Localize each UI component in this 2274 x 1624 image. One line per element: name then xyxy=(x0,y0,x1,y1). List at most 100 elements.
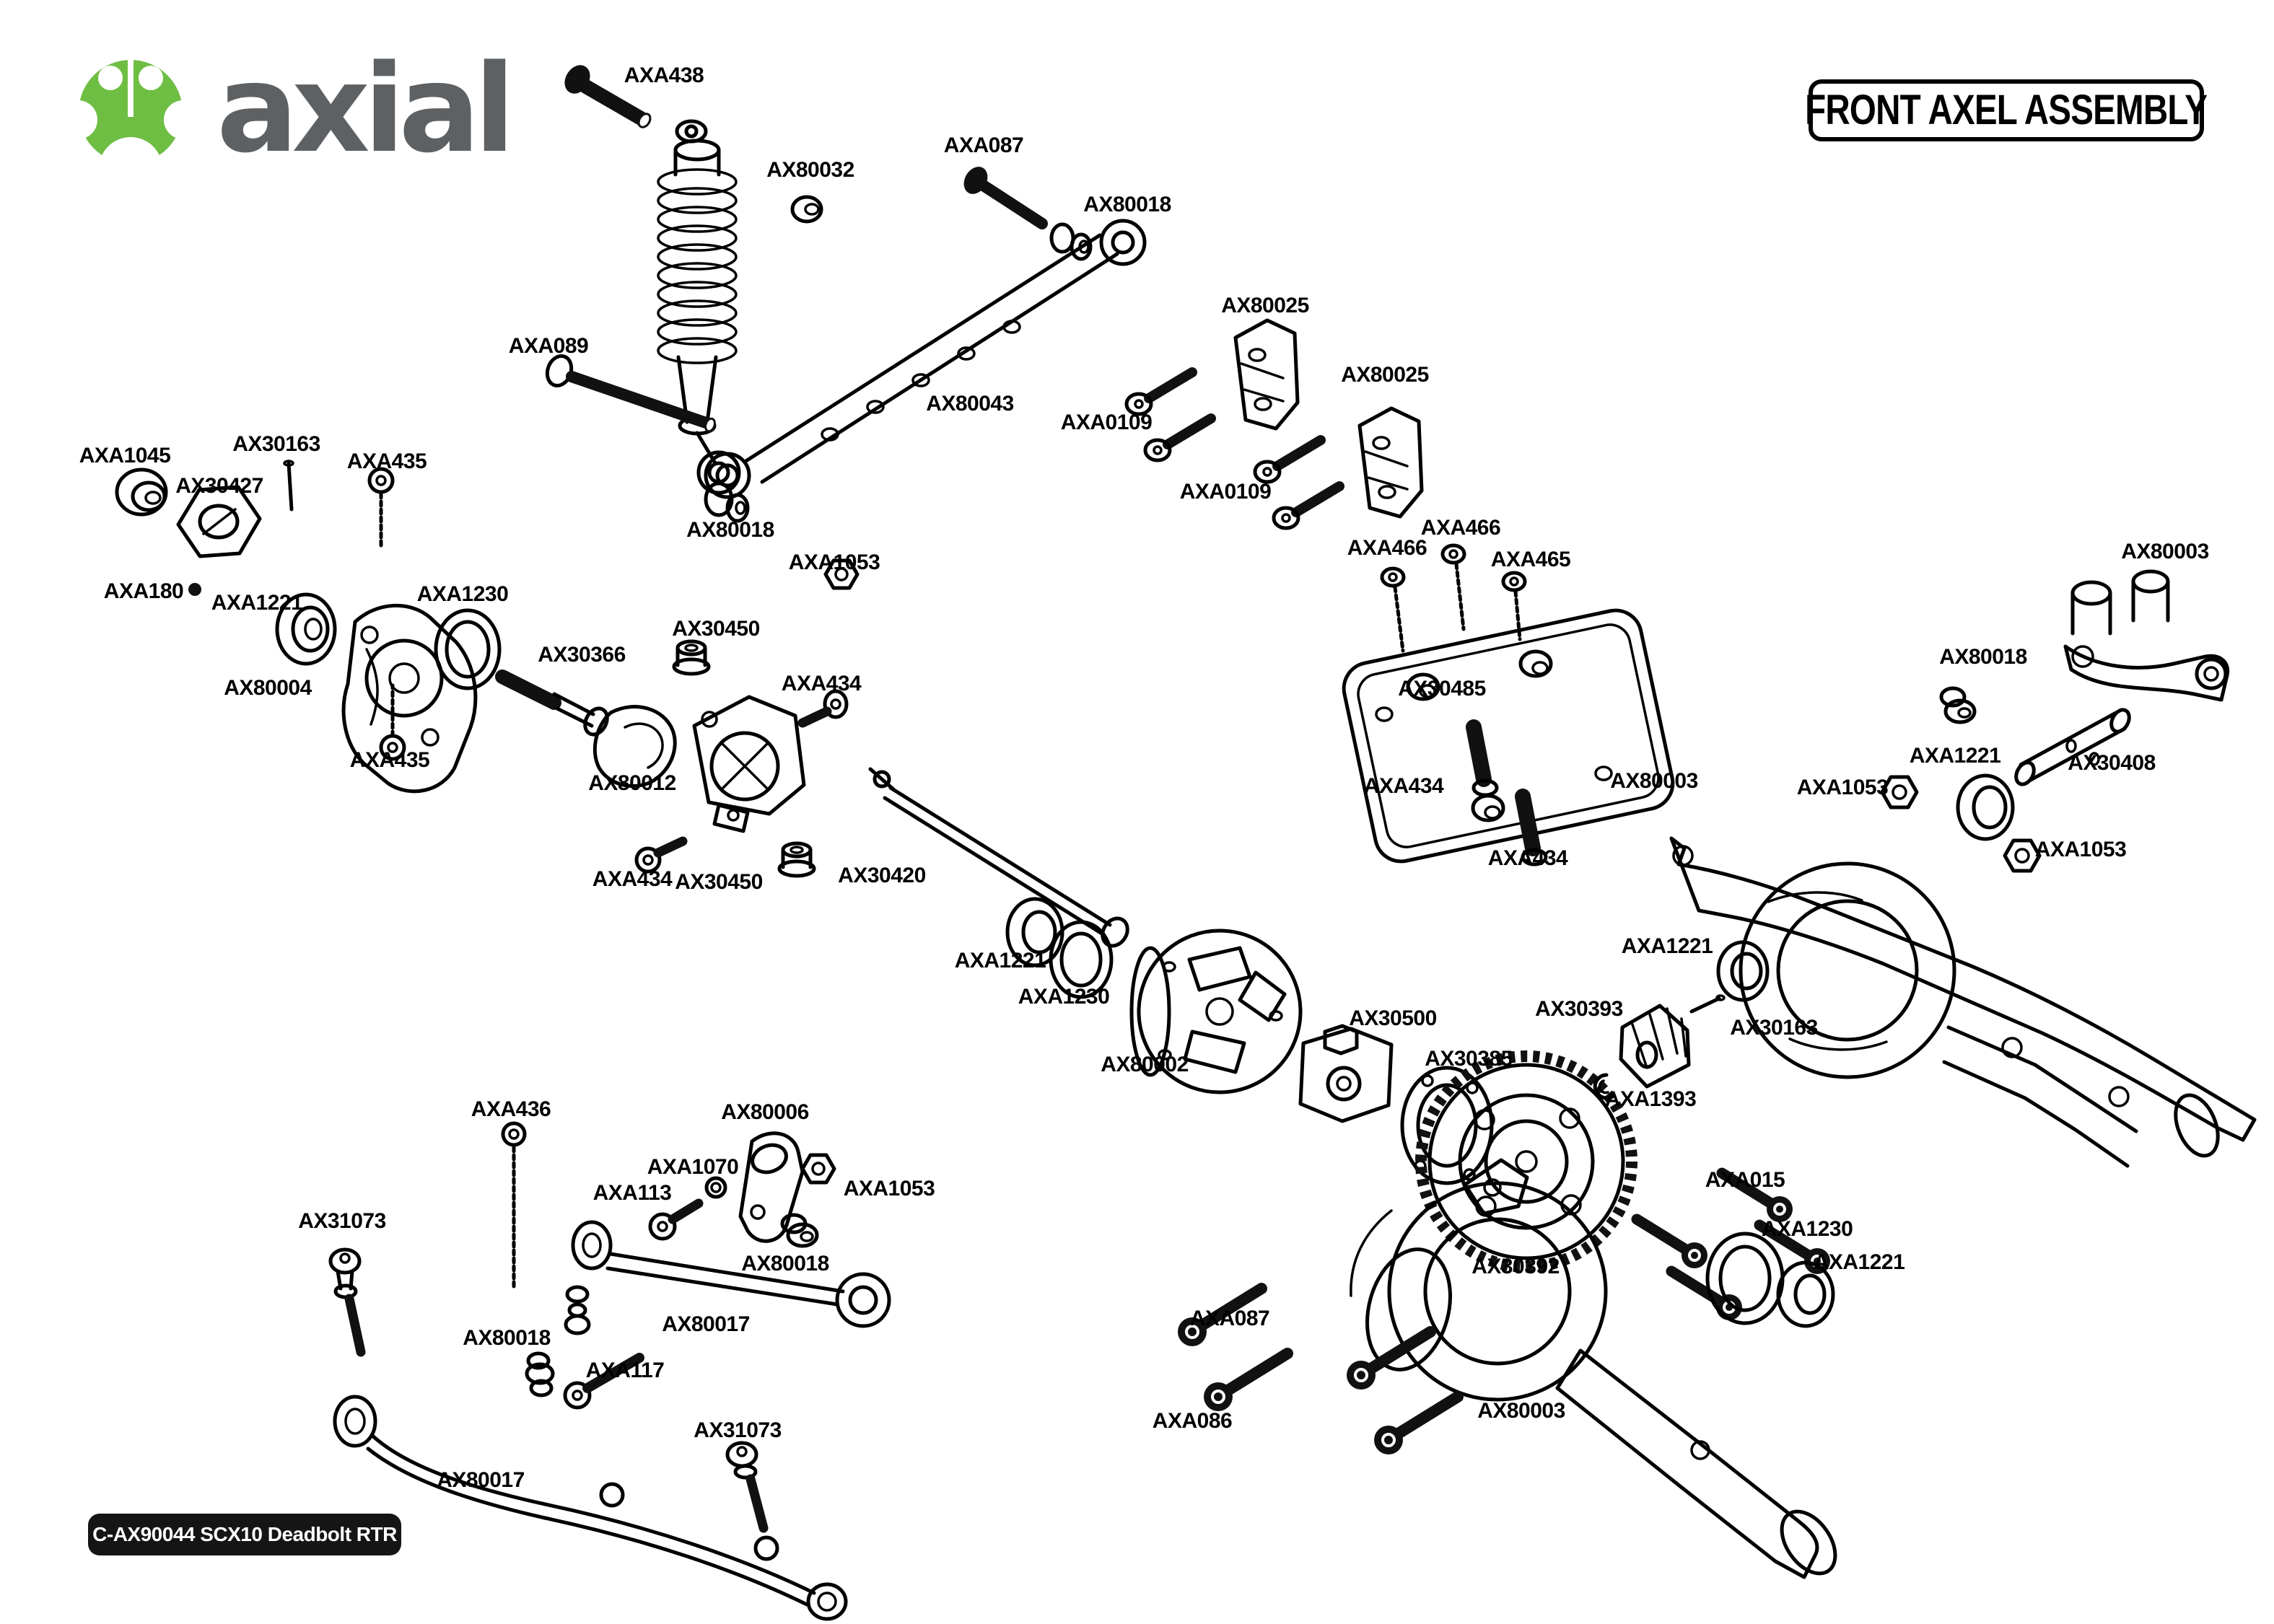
washer-axa1070-drawing xyxy=(704,1176,727,1199)
part-label: AX30393 xyxy=(1535,997,1623,1021)
part-label: AX80002 xyxy=(1101,1053,1189,1076)
part-label: AXA1070 xyxy=(647,1155,739,1179)
screw-axa436-drawing xyxy=(501,1121,527,1292)
upper-link-ax80043-drawing xyxy=(704,219,1147,499)
screw-axa434-b-drawing xyxy=(634,836,688,874)
ball-stud-ax31073-a-drawing xyxy=(328,1247,366,1357)
part-label: AXA435 xyxy=(346,449,427,473)
part-label: AXA1053 xyxy=(1796,776,1889,799)
part-label: AXA1221 xyxy=(1621,934,1713,958)
bellcrank-ax80003-right-drawing xyxy=(2063,569,2230,702)
setscrew-axa180-drawing xyxy=(188,583,201,596)
bushing-ax80018-c-drawing xyxy=(525,1351,555,1397)
part-label: AX80018 xyxy=(686,518,774,542)
part-label: AXA1221 xyxy=(211,591,303,615)
page-title-box: FRONT AXEL ASSEMBLY xyxy=(1806,79,2208,141)
pinion-ax30393-drawing xyxy=(1619,1004,1691,1089)
part-label: AXA1053 xyxy=(843,1177,935,1201)
diff-case-ax80002-drawing xyxy=(1129,929,1303,1094)
part-label: AX80003 xyxy=(1610,769,1698,793)
part-label: AX30163 xyxy=(1730,1016,1818,1040)
part-label: AX30408 xyxy=(2068,751,2156,775)
part-label: AXA1230 xyxy=(416,582,509,606)
part-label: AXA1045 xyxy=(79,444,171,468)
part-label: AX30420 xyxy=(838,864,926,887)
part-label: AXA1221 xyxy=(1909,744,2001,768)
part-label: AXA466 xyxy=(1347,536,1427,560)
part-label: AXA435 xyxy=(349,748,430,772)
hex-ax30427-drawing xyxy=(176,485,262,558)
screw-axa113-drawing xyxy=(648,1198,704,1241)
eclip-axa1393-drawing xyxy=(1593,1073,1614,1100)
nut-axa1053-b-drawing xyxy=(2003,838,2042,873)
axial-logo-icon xyxy=(76,59,185,167)
part-label: AX80017 xyxy=(662,1312,750,1336)
part-label: AX30163 xyxy=(232,432,320,456)
nut-axa1053-a-drawing xyxy=(1880,775,1919,809)
bushing-ax80018-top-drawing xyxy=(1049,222,1093,261)
part-label: AXA1221 xyxy=(954,949,1046,973)
part-label: AXA089 xyxy=(508,334,589,358)
part-label: AX80025 xyxy=(1341,363,1429,387)
part-label: AXA1053 xyxy=(2034,838,2127,861)
part-label: AXA436 xyxy=(471,1097,551,1121)
part-label: AX30427 xyxy=(175,474,263,498)
part-label: AX80003 xyxy=(2121,539,2209,563)
tie-rod-ax80017-b-drawing xyxy=(333,1395,848,1621)
ring-gear-ax30392-drawing xyxy=(1415,1050,1637,1273)
bolt-axa089-drawing xyxy=(545,354,716,433)
driveshaft-ax30420-drawing xyxy=(868,767,1129,948)
carrier-ax80012-drawing xyxy=(692,695,806,833)
part-label: AX80018 xyxy=(1083,192,1171,216)
screw-axa435-b-drawing xyxy=(379,683,406,761)
knuckle-ax80004-drawing xyxy=(341,604,478,794)
page-title: FRONT AXEL ASSEMBLY xyxy=(1805,87,2208,133)
ring-axa1230-a-drawing xyxy=(434,608,502,690)
part-label: AX80018 xyxy=(1939,645,2027,669)
bearing-axa1221-e-drawing xyxy=(1956,773,2015,841)
part-label: AX80003 xyxy=(1477,1399,1565,1423)
part-label: AXA1230 xyxy=(1018,985,1110,1009)
part-label: AX80025 xyxy=(1221,294,1309,317)
part-label: AX30450 xyxy=(675,870,763,894)
screw-axa435-a-drawing xyxy=(367,467,395,549)
part-label: AX80032 xyxy=(766,158,854,182)
posts-axa434-drawing xyxy=(1466,719,1548,866)
part-label: AXA1221 xyxy=(1813,1250,1905,1274)
part-label: AXA086 xyxy=(1152,1409,1233,1433)
part-label: AX30500 xyxy=(1349,1006,1437,1030)
screws-axa015-drawing xyxy=(1631,1167,1830,1320)
part-label: AX31073 xyxy=(694,1418,782,1442)
part-label: AXA434 xyxy=(1363,774,1444,798)
cvd-ax30366-drawing xyxy=(495,670,677,789)
rear-axle-housing-drawing xyxy=(1669,836,2257,1168)
part-label: AX30450 xyxy=(672,617,760,641)
part-label: AX30485 xyxy=(1398,676,1486,701)
part-label: AXA1230 xyxy=(1761,1217,1853,1241)
part-label: AX80004 xyxy=(224,676,312,700)
link-ax80017-a-drawing xyxy=(571,1220,891,1328)
screws-axa0109-drawing xyxy=(1124,367,1344,530)
pin-ax30163-b-drawing xyxy=(1689,994,1726,1014)
bracket-ax80025-b-drawing xyxy=(1357,406,1424,519)
part-label: AXA117 xyxy=(585,1359,665,1382)
kit-badge: C-AX90044 SCX10 Deadbolt RTR xyxy=(88,1514,401,1555)
part-label: AX30366 xyxy=(538,643,626,667)
nut-axa1053-c-drawing xyxy=(800,1153,836,1185)
ball-stud-ax31073-b-drawing xyxy=(725,1441,769,1533)
servo-horn-ax80006-drawing xyxy=(738,1131,805,1243)
axial-logo-wordmark: axial xyxy=(217,38,515,180)
part-label: AXA1393 xyxy=(1604,1087,1697,1111)
bushing-ax30450-b-drawing xyxy=(777,841,816,878)
part-label: AX80006 xyxy=(721,1100,809,1124)
part-label: AX30392 xyxy=(1471,1255,1560,1278)
part-label: AX80018 xyxy=(463,1326,551,1350)
bushing-ax80032-drawing xyxy=(790,195,823,224)
part-label: AX30385 xyxy=(1425,1047,1513,1071)
bearing-axa1221-f-drawing xyxy=(1776,1260,1835,1328)
bearing-axa1221-a-drawing xyxy=(275,592,337,666)
axial-logo: axial xyxy=(76,48,515,170)
bushing-ax30450-a-drawing xyxy=(672,639,711,676)
